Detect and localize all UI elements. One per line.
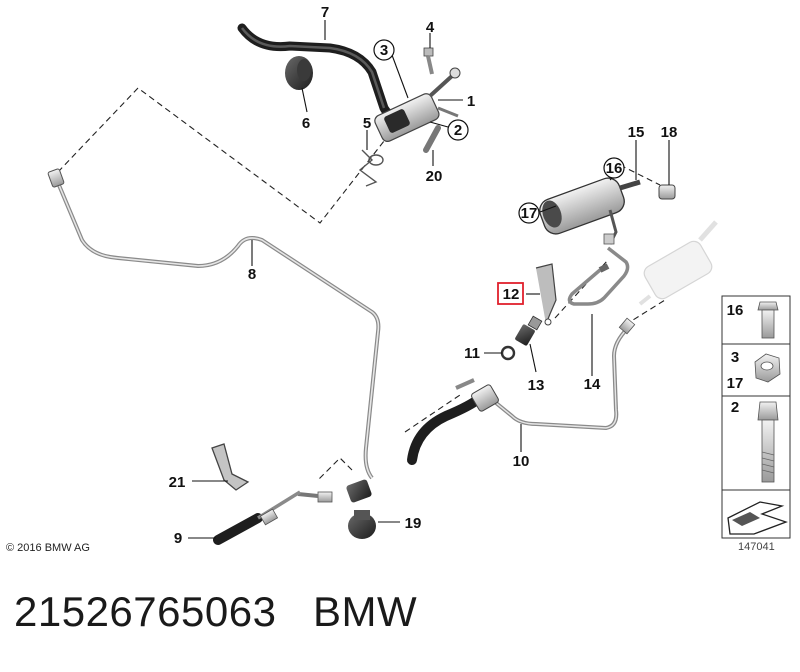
part-19-grommet bbox=[348, 510, 376, 539]
callout-11: 11 bbox=[464, 345, 480, 362]
brand-name: BMW bbox=[312, 588, 418, 635]
part-8-pipe bbox=[47, 168, 381, 480]
callout-20: 20 bbox=[426, 168, 443, 185]
dashed-connection-lines bbox=[57, 87, 666, 481]
callout-18: 18 bbox=[661, 124, 678, 141]
legend-17: 17 bbox=[727, 375, 744, 392]
part-1-master-cylinder bbox=[374, 67, 461, 142]
nut-icon bbox=[754, 353, 781, 383]
callout-15: 15 bbox=[628, 124, 645, 141]
callout-21: 21 bbox=[169, 474, 186, 491]
part-20-pin bbox=[423, 125, 441, 153]
lower-connectors bbox=[297, 479, 372, 503]
part-12-bracket bbox=[535, 263, 557, 326]
callout-3: 3 bbox=[380, 42, 388, 59]
part-21-bracket bbox=[211, 443, 250, 491]
part-4-bolt bbox=[423, 47, 434, 75]
diagram-id: 147041 bbox=[738, 541, 775, 553]
callout-14: 14 bbox=[584, 376, 601, 393]
legend-16: 16 bbox=[727, 302, 744, 319]
callout-10: 10 bbox=[513, 453, 530, 470]
view-arrow-icon bbox=[727, 501, 788, 535]
part-9-hose bbox=[213, 490, 301, 545]
legend-2: 2 bbox=[731, 399, 739, 416]
callout-19: 19 bbox=[405, 515, 422, 532]
part-14-pipe bbox=[567, 246, 630, 306]
part-15-slave-cylinder bbox=[539, 177, 641, 245]
callout-7: 7 bbox=[321, 4, 329, 21]
part-10-pipe bbox=[488, 317, 636, 431]
callout-17: 17 bbox=[521, 205, 538, 222]
flex-hose bbox=[407, 378, 499, 465]
bolt-2-icon bbox=[757, 401, 779, 483]
bolt-16-icon bbox=[757, 301, 779, 339]
hardware-legend: 16 3 17 2 bbox=[721, 295, 791, 539]
callout-9: 9 bbox=[174, 530, 182, 547]
callout-circles bbox=[373, 39, 625, 224]
part-6-cap bbox=[285, 56, 313, 90]
part-number-caption: 21526765063 BMW bbox=[14, 588, 417, 636]
callout-12-highlight-box bbox=[497, 282, 524, 305]
callout-2: 2 bbox=[454, 122, 462, 139]
part-11-ring bbox=[500, 345, 516, 361]
part-18-cap bbox=[658, 184, 676, 200]
callout-13: 13 bbox=[528, 377, 545, 394]
ghost-master-cylinder bbox=[638, 220, 718, 306]
callout-16: 16 bbox=[606, 160, 623, 177]
part-5-clip bbox=[358, 149, 384, 187]
callout-8: 8 bbox=[248, 266, 256, 283]
callout-12: 12 bbox=[503, 286, 520, 303]
callout-6: 6 bbox=[302, 115, 310, 132]
callout-4: 4 bbox=[426, 19, 435, 36]
callout-5: 5 bbox=[363, 115, 371, 132]
legend-3: 3 bbox=[731, 349, 739, 366]
part-7-hose bbox=[237, 23, 403, 121]
part-number: 21526765063 bbox=[14, 588, 277, 635]
part-13-fitting bbox=[515, 315, 543, 346]
callout-1: 1 bbox=[467, 93, 475, 110]
part-callouts: 7 4 3 1 2 6 5 20 15 18 16 17 8 12 11 13 … bbox=[169, 4, 678, 547]
copyright-notice: © 2016 BMW AG bbox=[6, 542, 90, 554]
